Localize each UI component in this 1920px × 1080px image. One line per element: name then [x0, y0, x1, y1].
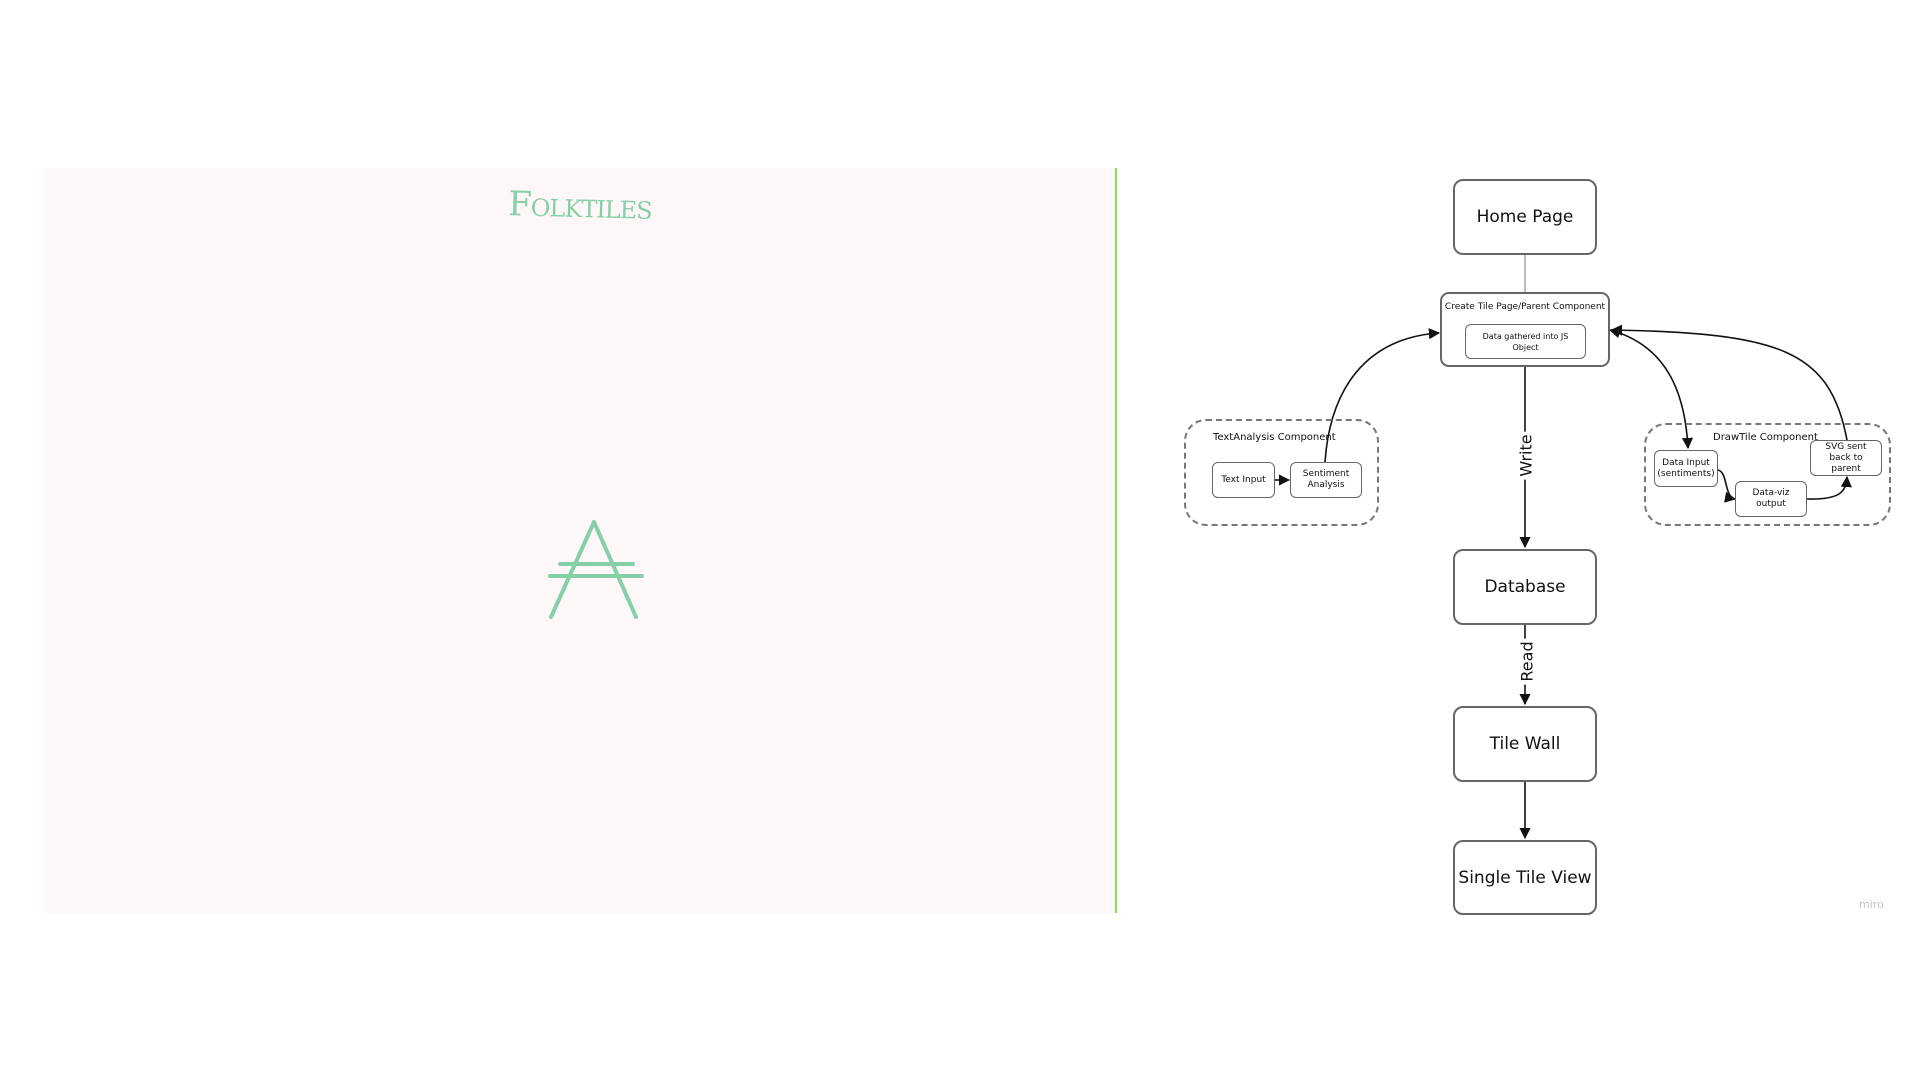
- data-input-node: Data Input (sentiments): [1654, 450, 1718, 487]
- edge-svg-to-create: [1610, 324, 1848, 441]
- database-node: Database: [1453, 549, 1597, 625]
- data-gathered-node: Data gathered into JS Object: [1465, 324, 1586, 359]
- board-frame: Folktiles: [45, 168, 1115, 913]
- edge-create-to-drawtile: [1608, 327, 1694, 450]
- edge-analysis-to-create: [1324, 328, 1441, 463]
- draw-tile-group: [1644, 423, 1891, 526]
- section-divider: [1115, 168, 1117, 913]
- a-with-double-bar-icon: [548, 520, 644, 619]
- create-tile-node: Create Tile Page/Parent Component Data g…: [1440, 292, 1610, 367]
- dataviz-output-node: Data-viz output: [1735, 481, 1807, 517]
- text-input-node: Text Input: [1212, 462, 1275, 498]
- draw-tile-label: DrawTile Component: [1713, 432, 1818, 443]
- text-analysis-group: [1184, 419, 1379, 526]
- write-label: Write: [1516, 431, 1536, 480]
- read-label: Read: [1517, 638, 1537, 685]
- sentiment-analysis-node: Sentiment Analysis: [1290, 462, 1362, 498]
- svg-sent-node: SVG sent back to parent: [1810, 440, 1882, 476]
- text-analysis-label: TextAnalysis Component: [1213, 432, 1336, 443]
- miro-watermark: miro: [1859, 898, 1884, 911]
- tile-wall-node: Tile Wall: [1453, 706, 1597, 782]
- home-page-node: Home Page: [1453, 179, 1597, 255]
- create-tile-label: Create Tile Page/Parent Component: [1444, 302, 1606, 312]
- single-tile-view-node: Single Tile View: [1453, 840, 1597, 915]
- edge-dataviz-to-svg: [1805, 475, 1852, 500]
- edge-datainput-to-dataviz: [1717, 469, 1737, 503]
